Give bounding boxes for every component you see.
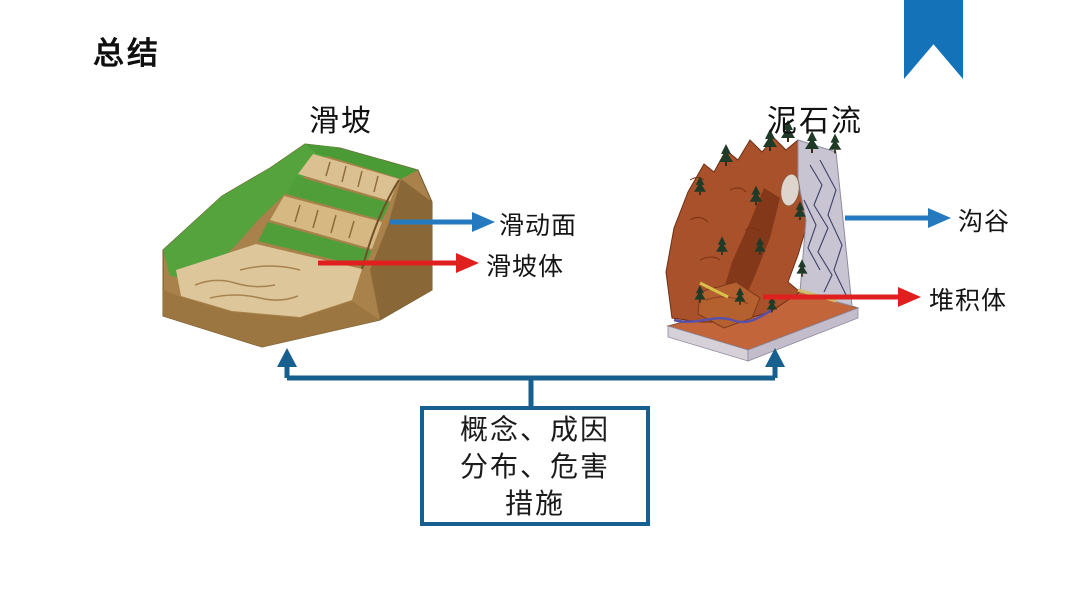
- debris-flow-heading: 泥石流: [767, 104, 863, 139]
- debris-flow-illustration: [665, 120, 860, 362]
- gully-label: 沟谷: [958, 207, 1011, 236]
- landslide-body-arrow: [318, 253, 479, 273]
- page-title: 总结: [93, 36, 161, 72]
- sliding-surface-arrow: [390, 212, 495, 232]
- sliding-surface-label: 滑动面: [499, 211, 578, 240]
- conifer-trees: [694, 120, 842, 313]
- landslide-illustration: [162, 143, 433, 348]
- summary-line: 分布、危害: [459, 449, 610, 483]
- gully-arrow: [845, 208, 951, 228]
- landslide-body-label: 滑坡体: [486, 252, 565, 281]
- deposit-body-arrow: [763, 287, 921, 307]
- brace-connector: [277, 348, 785, 408]
- check-dam-line: [699, 281, 729, 299]
- summary-line: 概念、成因: [459, 412, 610, 446]
- landslide-heading: 滑坡: [309, 104, 373, 139]
- summary-box: 概念、成因 分布、危害 措施: [420, 406, 650, 526]
- deposit-body-label: 堆积体: [929, 286, 1008, 315]
- summary-line: 措施: [504, 486, 565, 520]
- stream-line: [673, 308, 773, 324]
